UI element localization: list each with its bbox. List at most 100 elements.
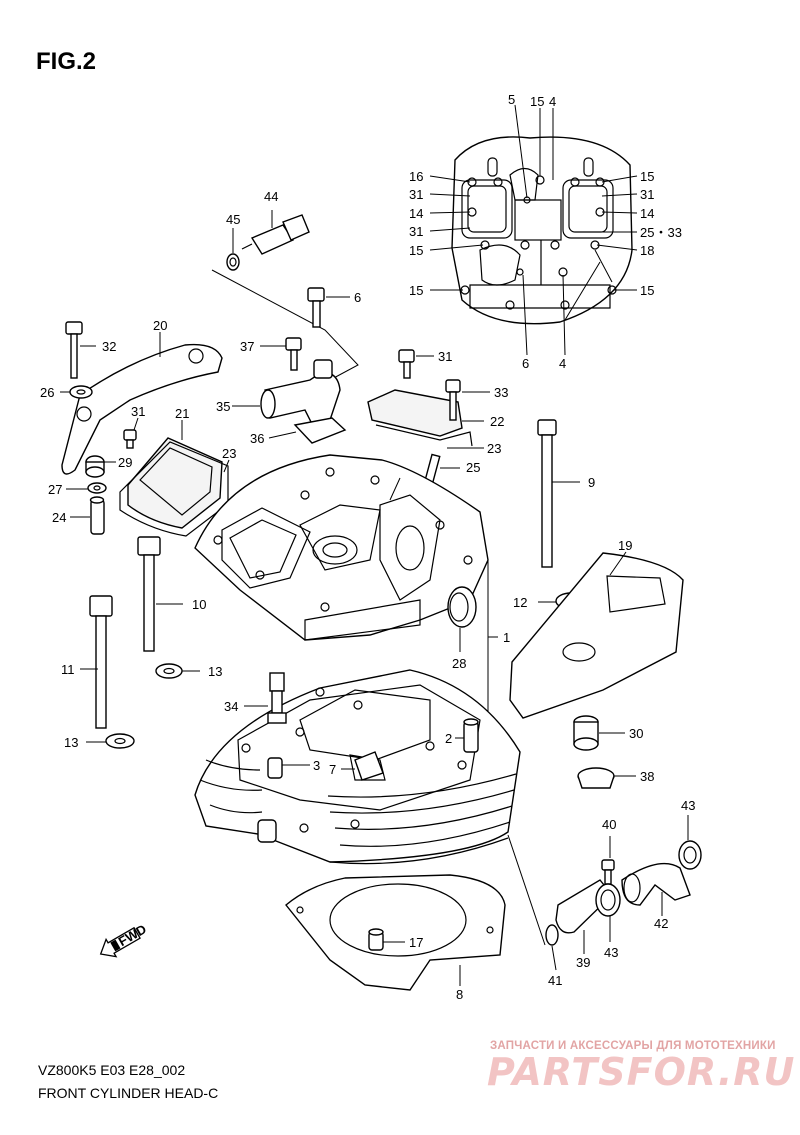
collar-24 <box>70 496 105 535</box>
callout-43: 43 <box>604 945 618 960</box>
callout-23: 23 <box>222 446 236 461</box>
callout-41: 41 <box>548 973 562 988</box>
callout-3: 3 <box>313 758 320 773</box>
callout-13: 13 <box>208 664 222 679</box>
callout-32: 32 <box>102 339 116 354</box>
bolt-6 <box>307 287 350 328</box>
callout-10: 10 <box>192 597 206 612</box>
callout-2: 2 <box>445 731 452 746</box>
callout-38: 38 <box>640 769 654 784</box>
callout-33: 33 <box>494 385 508 400</box>
plug-3 <box>267 757 310 779</box>
grommet-30 <box>573 715 625 751</box>
gasket-23-left <box>119 441 230 537</box>
callout-40: 40 <box>602 817 616 832</box>
callout-39: 39 <box>576 955 590 970</box>
leader-sensor-to-inlet <box>211 269 359 381</box>
water-outlet-35 <box>232 359 341 425</box>
callout-7: 7 <box>329 762 336 777</box>
callout-28: 28 <box>452 656 466 671</box>
callout-6: 6 <box>522 356 529 371</box>
hose-42 <box>621 862 691 916</box>
callout-44: 44 <box>264 189 278 204</box>
callout-15: 15 <box>640 283 654 298</box>
callout-30: 30 <box>629 726 643 741</box>
fwd-label: FWD <box>116 921 149 949</box>
head-cover-19 <box>509 551 684 719</box>
clamp-43-upper <box>678 815 702 870</box>
watermark-caption: ЗАПЧАСТИ И АКСЕССУАРЫ ДЛЯ МОТОТЕХНИКИ <box>490 1040 776 1052</box>
callout-12: 12 <box>513 595 527 610</box>
callout-5: 5 <box>508 92 515 107</box>
callout-43: 43 <box>681 798 695 813</box>
callout-16: 16 <box>409 169 423 184</box>
cylinder-head-upper <box>194 454 489 641</box>
diagram-name: FRONT CYLINDER HEAD-C <box>38 1085 219 1101</box>
bolt-32 <box>65 321 96 379</box>
callout-27: 27 <box>48 482 62 497</box>
callout-21: 21 <box>175 406 189 421</box>
callout-4: 4 <box>559 356 566 371</box>
bracket-20 <box>61 332 223 475</box>
callout-14: 14 <box>409 206 423 221</box>
washer-13-upper <box>155 663 200 679</box>
head-top-view-inset <box>429 104 638 356</box>
callout-11: 11 <box>61 662 75 677</box>
callout-15: 15 <box>530 94 544 109</box>
spark-plug-34 <box>244 672 287 724</box>
bolt-40 <box>601 836 615 885</box>
callout-15: 15 <box>409 283 423 298</box>
callout-8: 8 <box>456 987 463 1002</box>
washer-27 <box>66 482 107 494</box>
fwd-arrow-icon: FWD <box>99 921 149 958</box>
grommet-38 <box>577 767 636 789</box>
washer-26 <box>60 385 93 399</box>
oring-41 <box>545 924 559 971</box>
callout-45: 45 <box>226 212 240 227</box>
guide-7 <box>341 751 384 781</box>
callout-25: 25 <box>466 460 480 475</box>
callout-20: 20 <box>153 318 167 333</box>
callout-29: 29 <box>118 455 132 470</box>
gasket-23-right <box>375 424 484 449</box>
callout-26: 26 <box>40 385 54 400</box>
callout-23: 23 <box>487 441 501 456</box>
callout-13: 13 <box>64 735 78 750</box>
callout-labels: 5 15 4 16 15 31 31 14 14 31 25・33 15 18 … <box>40 92 695 1002</box>
cover-21 <box>127 420 223 529</box>
model-code: VZ800K5 E03 E28_002 <box>38 1062 186 1078</box>
callout-9: 9 <box>588 475 595 490</box>
gasket-36 <box>268 417 347 444</box>
callout-36: 36 <box>250 431 264 446</box>
callout-31: 31 <box>131 404 145 419</box>
callout-14: 14 <box>640 206 654 221</box>
callout-31: 31 <box>409 187 423 202</box>
callout-15: 15 <box>640 169 654 184</box>
callout-34: 34 <box>224 699 238 714</box>
callout-31: 31 <box>438 349 452 364</box>
temp-sensor-44 <box>241 210 310 255</box>
cover-22 <box>367 389 484 437</box>
callout-4: 4 <box>549 94 556 109</box>
plug-28 <box>447 586 477 652</box>
callout-18: 18 <box>640 243 654 258</box>
clamp-43-lower <box>595 883 621 942</box>
grommet-29 <box>85 455 116 478</box>
callout-35: 35 <box>216 399 230 414</box>
bolt-9 <box>537 419 580 568</box>
bolt-31-left <box>123 417 139 449</box>
leader-to-inlet <box>507 834 546 946</box>
watermark-logo: PARTSFOR.RU <box>487 1050 796 1094</box>
callout-19: 19 <box>618 538 632 553</box>
callout-17: 17 <box>409 935 423 950</box>
callout-42: 42 <box>654 916 668 931</box>
dowel-17 <box>368 928 405 951</box>
bolt-37 <box>260 337 302 371</box>
bolt-33 <box>445 379 490 421</box>
callout-25-33: 25・33 <box>640 225 682 240</box>
bolt-11 <box>80 595 113 729</box>
callout-31: 31 <box>409 224 423 239</box>
bolt-31-right <box>398 349 434 379</box>
washer-13-lower <box>86 733 135 749</box>
